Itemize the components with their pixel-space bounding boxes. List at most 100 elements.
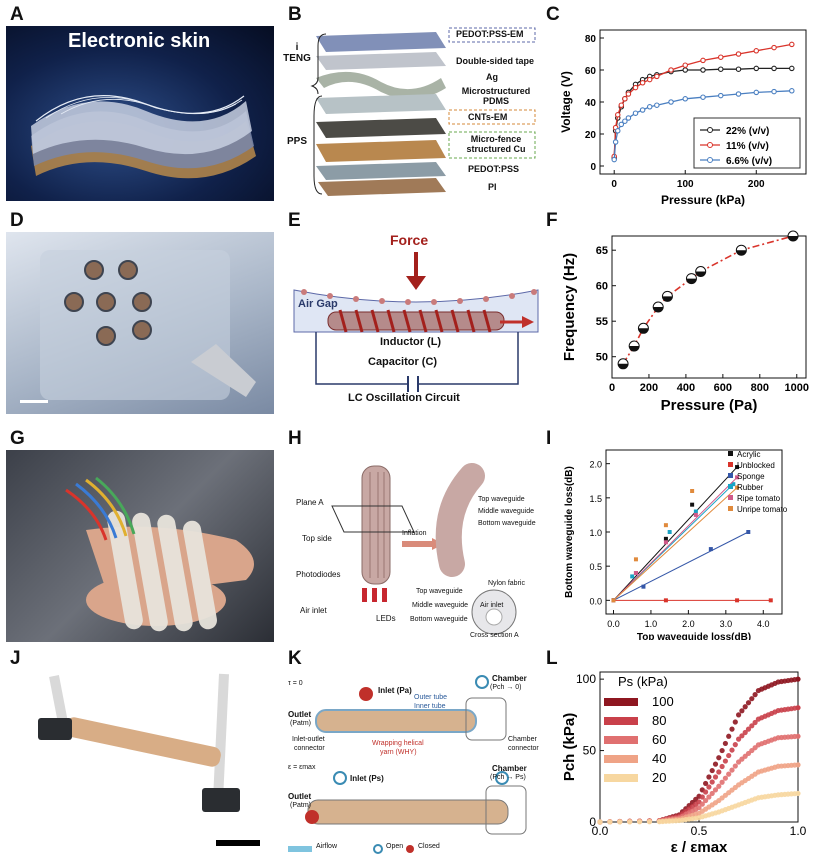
y-tick-label: 50 [596,352,608,364]
waveguide-svg [331,463,517,635]
x-tick-label: 100 [677,179,694,190]
h-label-cs-top: Top waveguide [416,588,463,595]
legend-marker [728,462,733,467]
data-point [646,819,653,825]
legend-label: Rubber [737,483,764,492]
data-point [682,67,688,73]
data-point [646,104,653,110]
legend-marker [728,506,733,511]
data-point [639,107,646,113]
data-point [742,704,748,710]
air-gap-label: Air Gap [298,298,338,310]
data-point [690,502,695,507]
x-axis-label: Top waveguide loss(dB) [637,632,751,640]
data-point [716,783,722,789]
layer-label-5: Micro-fence structured Cu [466,134,526,154]
legend-label: 6.6% (v/v) [726,156,772,167]
k-label-patm-bottom: (Patm) [290,802,311,809]
group-pps-label: PPS [286,136,307,147]
h-label-photodiodes: Photodiodes [296,570,341,579]
x-tick-label: 2.0 [682,619,695,629]
panel-label-a: A [10,4,24,25]
panel-label-f: F [546,210,558,231]
data-point [617,819,623,825]
data-point [646,76,653,83]
layer-label-7: PI [488,182,497,192]
x-tick-label: 0.5 [691,824,708,838]
inductor-label: Inductor (L) [380,336,442,348]
layer-stack-diagram: i TENG PPS PEDOT:PSS-EM Double-sided tap… [283,26,538,201]
x-tick-label: 0 [609,382,615,394]
data-point [789,88,795,94]
layer-shapes [316,32,446,196]
fit-line [613,487,738,601]
legend-label: 40 [652,751,666,766]
data-point [700,57,706,64]
data-point [712,761,719,767]
data-point [690,489,695,493]
y-axis-label: Pch (kPa) [561,713,578,781]
y-tick-label: 80 [585,34,597,45]
fit-line [613,466,738,601]
data-point-half [662,296,673,302]
k-label-outlet-bottom: Outlet [288,792,312,801]
y-tick-label: 100 [576,672,596,686]
k-label-connector-left: connector [294,745,325,752]
data-point [722,775,728,781]
data-point [768,598,773,603]
k-label-chamber-top: Chamber [492,674,527,683]
k-label-yarn: yarn (WHY) [380,749,417,756]
panel-label-k: K [288,648,302,669]
data-point [706,784,712,790]
y-tick-label: 1.0 [589,528,602,538]
data-point [795,676,801,682]
legend-swatch [604,736,638,744]
y-axis-label: Bottom waveguide loss(dB) [564,466,575,598]
data-point [615,128,621,134]
k-legend-closed: Closed [418,843,440,850]
data-point [693,512,698,517]
data-point [712,774,719,780]
panel-label-b: B [288,4,302,25]
data-point [639,80,646,86]
k-label-connector-right: connector [508,745,539,752]
data-point [771,65,777,72]
h-label-inflation: Inflation [402,530,427,537]
y-tick-label: 0.5 [589,562,602,572]
data-point [735,91,742,97]
data-point [718,66,724,72]
data-point [795,762,801,768]
panel-label-e: E [288,210,301,231]
h-label-leds: LEDs [376,614,396,623]
lc-oscillation-label: LC Oscillation Circuit [348,392,460,404]
data-point [749,723,755,729]
y-tick-label: 55 [596,316,608,328]
k-label-patm-top: (Patm) [290,720,311,727]
legend-marker [707,157,713,163]
y-tick-label: 2.0 [589,460,602,470]
data-point [618,102,625,108]
x-tick-label: 0.0 [607,619,620,629]
panel-label-j: J [10,648,21,669]
data-point [632,84,639,91]
data-point-half [686,278,697,284]
chamber-svg [288,675,527,854]
k-label-pch-ps: (Pch → Ps) [490,774,526,781]
panel-label-l: L [546,648,558,669]
data-point [615,112,621,118]
legend-marker [728,495,733,500]
k-label-inlet-ps: Inlet (Ps) [350,774,384,783]
lc-circuit-svg [293,252,539,392]
y-axis-label: Frequency (Hz) [561,253,578,361]
legend-marker [707,142,713,148]
k-label-inlet-pa: Inlet (Pa) [378,686,412,695]
y-tick-label: 60 [596,281,608,293]
h-label-cross-section: Cross section A [470,632,519,639]
data-point [718,54,724,60]
data-point [611,156,617,163]
data-point [752,692,758,698]
data-point [668,99,674,105]
layer-label-0: PEDOT:PSS-EM [456,29,524,39]
data-point [597,819,603,825]
data-point [739,733,745,739]
